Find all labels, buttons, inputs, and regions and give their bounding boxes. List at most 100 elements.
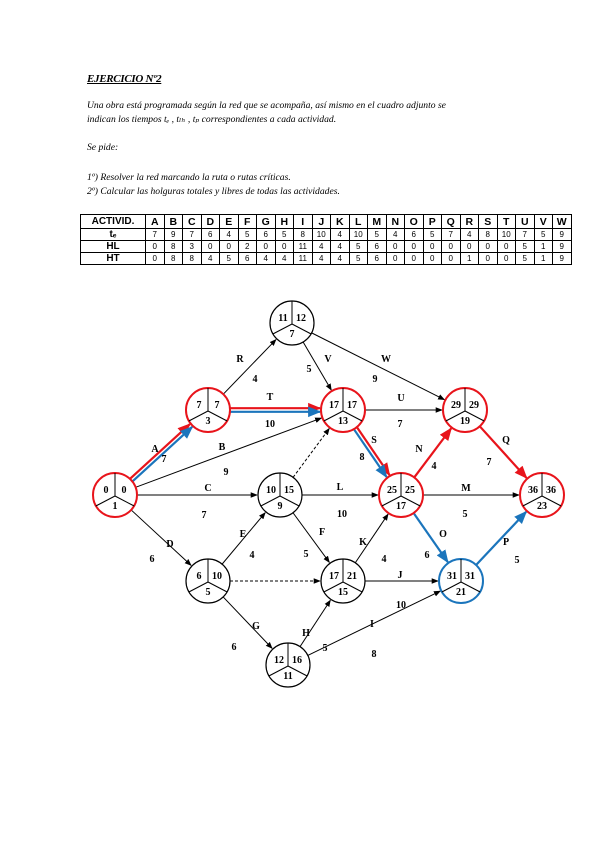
activity-label-p: P — [503, 537, 509, 548]
node-divider — [441, 581, 462, 593]
activity-label-i: I — [370, 619, 374, 630]
activity-label-k: K — [359, 537, 367, 548]
node-number: 19 — [460, 416, 470, 427]
activity-duration-f: 5 — [304, 549, 309, 560]
activity-arrow-b — [135, 417, 323, 488]
activity-label-t: T — [267, 392, 274, 403]
activity-duration-q: 7 — [487, 457, 492, 468]
activity-duration-p: 5 — [515, 555, 520, 566]
activity-arrow-d — [130, 509, 192, 566]
task-2: 2º) Calcular las holguras totales y libr… — [87, 186, 340, 197]
activity-duration-a: 7 — [162, 454, 167, 465]
table-cell: 3 — [182, 240, 202, 253]
node-divider — [522, 495, 543, 507]
table-header-cell: W — [552, 214, 572, 229]
activity-label-m: M — [461, 483, 471, 494]
activity-duration-j: 10 — [396, 600, 406, 611]
node-number: 3 — [206, 416, 211, 427]
intro-line-2a: indican los tiempos — [87, 114, 165, 125]
activity-duration-w: 9 — [373, 374, 378, 385]
activity-arrow-i — [307, 590, 441, 656]
intro-line-2b: correspondientes a cada actividad. — [199, 114, 337, 125]
activity-duration-e: 4 — [250, 550, 255, 561]
activity-arrow-p — [475, 510, 528, 566]
node-divider — [207, 581, 228, 593]
table-cell: 8 — [182, 252, 202, 265]
activity-label-a: A — [151, 444, 159, 455]
node-divider — [342, 410, 363, 422]
activity-duration-g: 6 — [232, 642, 237, 653]
intro-line-2: indican los tiempos tₑ , tₗₕ , tₚ corres… — [87, 113, 446, 127]
activity-arrow-a — [129, 423, 191, 480]
node-divider — [445, 410, 466, 422]
activity-duration-r: 4 — [253, 374, 258, 385]
activity-label-h: H — [302, 628, 310, 639]
activity-duration-c: 7 — [202, 510, 207, 521]
activity-duration-v: 5 — [307, 364, 312, 375]
activity-duration-d: 6 — [150, 554, 155, 565]
node-late-time: 21 — [347, 571, 357, 582]
table-cell: 4 — [256, 252, 276, 265]
node-divider — [260, 495, 281, 507]
activity-duration-n: 4 — [432, 461, 437, 472]
activity-label-d: D — [166, 539, 173, 550]
activity-arrow-w — [311, 332, 446, 401]
activity-label-u: U — [397, 393, 404, 404]
table-header-label: ACTIVID. — [80, 214, 146, 229]
activity-label-o: O — [439, 529, 447, 540]
activity-label-v: V — [324, 354, 332, 365]
activity-duration-m: 5 — [463, 509, 468, 520]
activity-label-r: R — [236, 354, 244, 365]
node-number: 1 — [113, 501, 118, 512]
table-cell: 0 — [145, 252, 165, 265]
table-cell: 0 — [496, 252, 516, 265]
node-late-time: 25 — [405, 485, 415, 496]
intro-line-1: Una obra está programada según la red qu… — [87, 100, 446, 111]
node-late-time: 29 — [469, 400, 479, 411]
node-divider — [381, 495, 402, 507]
node-number: 15 — [338, 587, 348, 598]
node-late-time: 10 — [212, 571, 222, 582]
activity-duration-b: 9 — [224, 467, 229, 478]
node-divider — [114, 495, 135, 507]
node-late-time: 16 — [292, 655, 302, 666]
task-list: 1º) Resolver la red marcando la ruta o r… — [87, 171, 340, 199]
activity-arrow-e — [221, 512, 266, 565]
node-divider — [464, 410, 485, 422]
activity-label-l: L — [337, 482, 344, 493]
node-divider — [207, 410, 228, 422]
activity-label-g: G — [252, 621, 260, 632]
node-divider — [279, 495, 300, 507]
activity-duration-i: 8 — [372, 649, 377, 660]
node-divider — [541, 495, 562, 507]
network-arrows — [129, 332, 528, 656]
node-divider — [400, 495, 421, 507]
node-divider — [323, 581, 344, 593]
activity-arrow-s-route2 — [353, 428, 388, 479]
node-late-time: 15 — [284, 485, 294, 496]
node-divider — [291, 323, 312, 335]
activity-arrow-r — [222, 339, 277, 395]
node-early-time: 7 — [197, 400, 202, 411]
node-early-time: 29 — [451, 400, 461, 411]
activity-label-f: F — [319, 527, 325, 538]
network-activity-labels: A7B9C7D6R4T10V5W9U7S8N4Q7L10M5O6P5E4F5K4… — [150, 354, 520, 660]
activity-label-b: B — [219, 442, 226, 453]
node-number: 5 — [206, 587, 211, 598]
intro-paragraph: Una obra está programada según la red qu… — [87, 99, 446, 127]
activity-duration-o: 6 — [425, 550, 430, 561]
table-cell: 5 — [219, 252, 239, 265]
node-early-time: 0 — [104, 485, 109, 496]
node-early-time: 17 — [329, 571, 339, 582]
node-late-time: 17 — [347, 400, 357, 411]
